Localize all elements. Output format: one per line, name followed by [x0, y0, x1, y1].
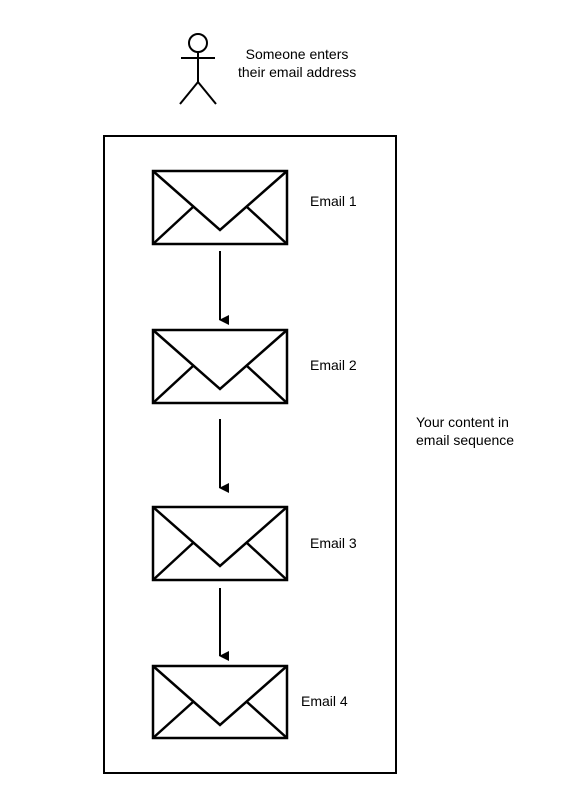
sequence-label-line2: email sequence	[416, 432, 515, 448]
envelope-icon	[151, 169, 289, 246]
envelope-icon	[151, 328, 289, 405]
actor-label-line2: their email address	[238, 64, 357, 80]
email-label: Email 1	[310, 193, 357, 209]
envelope-icon	[151, 664, 289, 740]
envelope-icon	[151, 505, 289, 582]
sequence-label-line1: Your content in	[416, 414, 509, 430]
email-label: Email 4	[301, 693, 348, 709]
actor-label: Someone enters their email address	[238, 45, 356, 81]
stick-figure-icon	[179, 33, 217, 105]
email-label: Email 2	[310, 357, 357, 373]
actor-label-line1: Someone enters	[245, 46, 349, 62]
sequence-label: Your content in email sequence	[416, 413, 514, 449]
sequence-container	[103, 135, 397, 774]
email-label: Email 3	[310, 535, 357, 551]
